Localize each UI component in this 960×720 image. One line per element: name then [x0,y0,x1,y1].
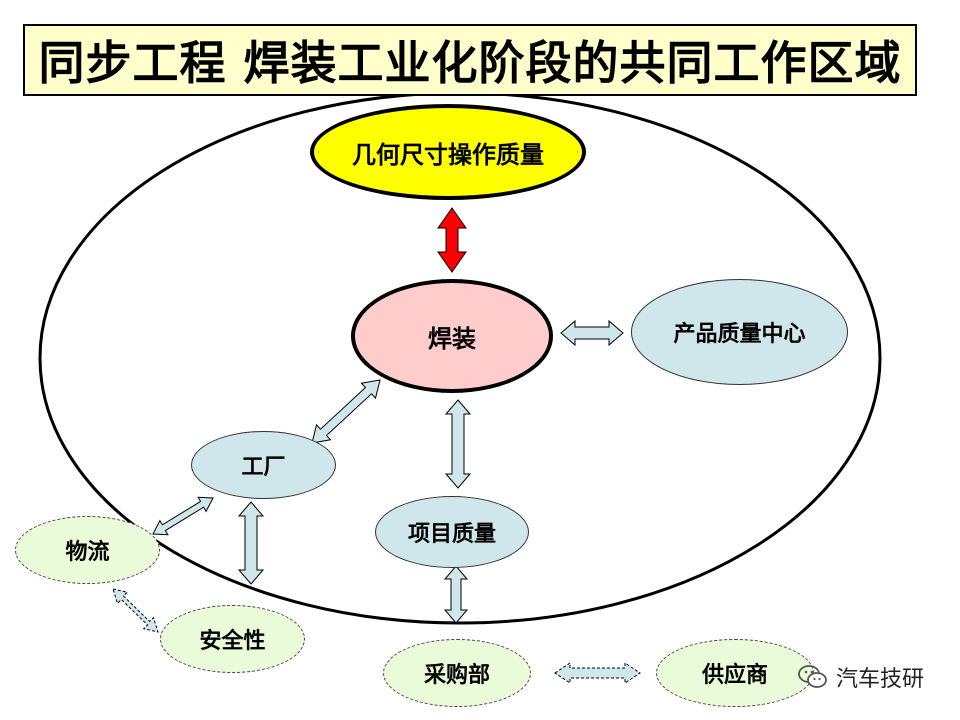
node-product-quality-center: 产品质量中心 [631,279,848,385]
watermark-text: 汽车技研 [836,667,925,692]
arrow-project-quality-purchasing [443,565,469,624]
slide-title: 同步工程 焊装工业化阶段的共同工作区域 [23,24,917,96]
wechat-icon [798,665,827,688]
watermark: 汽车技研 [798,659,924,695]
arrow-logistics-safety [112,588,159,633]
node-purchasing: 采购部 [383,639,531,707]
node-geometry-dimension-quality: 几何尺寸操作质量 [310,104,586,200]
node-logistics: 物流 [15,516,160,584]
arrow-factory-logistics [152,496,214,536]
arrow-welding-factory [311,379,381,444]
node-supplier: 供应商 [656,639,814,707]
arrow-welding-project-quality [444,399,472,489]
node-welding: 焊装 [351,279,553,393]
node-factory: 工厂 [191,431,336,499]
arrow-welding-product-quality-center [560,319,624,347]
arrow-factory-safety [237,501,265,585]
node-safety: 安全性 [160,605,305,673]
arrow-purchasing-supplier [554,662,641,684]
arrow-geometry-welding [437,207,467,273]
node-project-quality: 项目质量 [375,496,529,568]
